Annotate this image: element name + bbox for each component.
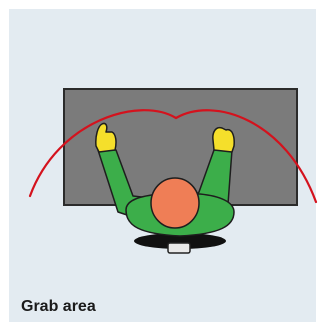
right-hand-icon <box>213 128 234 152</box>
head <box>151 178 199 228</box>
caption-grab-area: Grab area <box>21 298 96 316</box>
